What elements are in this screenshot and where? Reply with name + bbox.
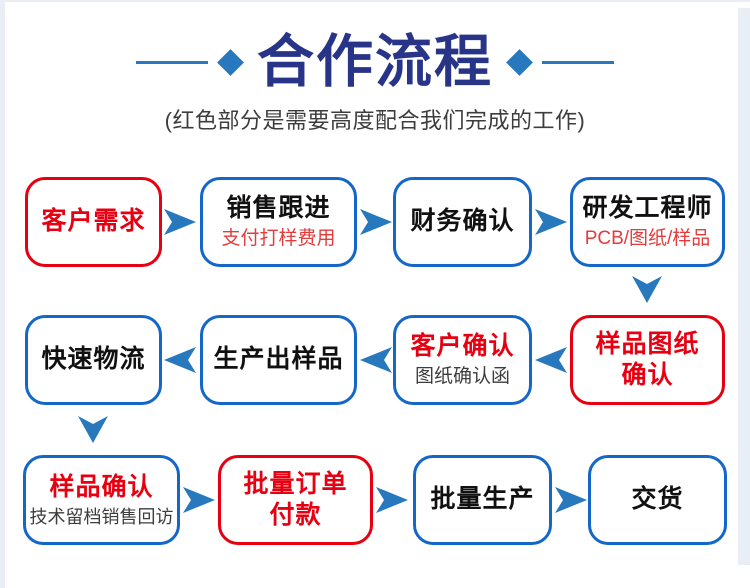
flow-step-label: 研发工程师 [582, 193, 713, 222]
flow-step-label: 交货 [631, 485, 684, 514]
arrow-down-icon [78, 416, 108, 443]
arrow-down-icon [632, 276, 662, 303]
arrow-left-icon [360, 347, 392, 373]
page-subtitle: (红色部分是需要高度配合我们完成的工作) [164, 108, 586, 133]
flow-step-customer-confirm: 客户确认 图纸确认函 [393, 315, 532, 405]
title-line-right [542, 60, 614, 64]
page-header: 合作流程 [0, 24, 750, 100]
flow-step-label: 样品确认 [49, 472, 154, 501]
flow-step-label: 销售跟进 [226, 193, 331, 222]
page-left-border [0, 0, 5, 588]
flow-step-label: 客户需求 [41, 207, 146, 236]
arrow-right-icon [360, 209, 392, 235]
flow-step-customer-demand: 客户需求 [25, 177, 162, 267]
flow-step-label: 生产出样品 [213, 345, 344, 374]
arrow-right-icon [376, 487, 408, 513]
flow-step-bulk-order-payment: 批量订单 付款 [218, 455, 373, 545]
title-line-left [136, 60, 208, 64]
arrow-right-icon [183, 487, 215, 513]
flow-step-label: 快速物流 [41, 345, 146, 374]
arrow-left-icon [164, 347, 196, 373]
flow-step-finance-confirm: 财务确认 [393, 177, 532, 267]
flow-step-label: 批量订单 付款 [243, 469, 348, 529]
flow-step-produce-sample: 生产出样品 [200, 315, 357, 405]
flow-step-label: 财务确认 [410, 207, 515, 236]
arrow-left-icon [535, 347, 567, 373]
flow-step-sublabel: PCB/图纸/样品 [584, 228, 711, 250]
flow-step-label: 客户确认 [410, 331, 515, 360]
arrow-right-icon [164, 209, 196, 235]
flow-step-delivery: 交货 [588, 455, 727, 545]
page-title: 合作流程 [257, 29, 493, 94]
flow-step-sales-follow-up: 销售跟进 支付打样费用 [200, 177, 357, 267]
arrow-right-icon [535, 209, 567, 235]
flow-step-mass-production: 批量生产 [413, 455, 552, 545]
page-right-border [738, 8, 750, 565]
flow-step-label: 批量生产 [430, 485, 535, 514]
flow-step-sample-confirm: 样品确认 技术留档销售回访 [23, 455, 180, 545]
flow-step-label: 样品图纸 确认 [595, 329, 700, 389]
flow-step-rd-engineer: 研发工程师 PCB/图纸/样品 [570, 177, 725, 267]
diamond-left-icon [217, 48, 244, 76]
flow-step-sublabel: 支付打样费用 [221, 228, 336, 250]
arrow-right-icon [555, 487, 587, 513]
diamond-right-icon [506, 48, 533, 76]
flow-step-sublabel: 图纸确认函 [414, 366, 510, 388]
flow-step-sublabel: 技术留档销售回访 [29, 506, 174, 527]
flow-step-fast-logistics: 快速物流 [25, 315, 162, 405]
flow-step-sample-drawing-confirm: 样品图纸 确认 [570, 315, 725, 405]
page-top-border [0, 0, 750, 2]
